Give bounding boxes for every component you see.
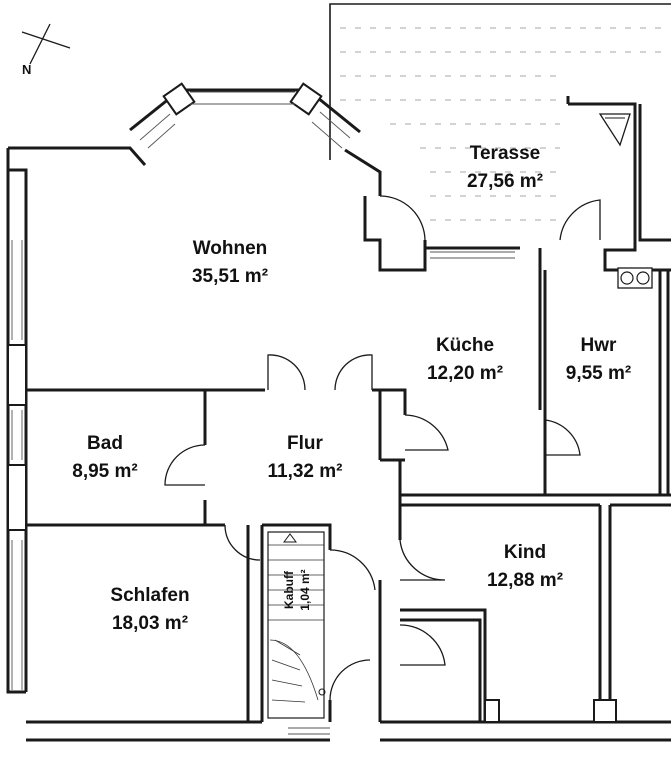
room-label-kind: Kind 12,88 m² <box>460 539 590 595</box>
room-area: 27,56 m² <box>466 171 544 192</box>
room-area: 8,95 m² <box>72 461 138 482</box>
room-name: Kind <box>503 542 547 563</box>
room-area: 11,32 m² <box>267 461 343 482</box>
room-label-bad: Bad 8,95 m² <box>50 430 160 486</box>
room-label-flur: Flur 11,32 m² <box>240 430 370 486</box>
room-area: 12,20 m² <box>426 363 504 384</box>
room-area: 9,55 m² <box>565 363 632 384</box>
room-name: Küche <box>435 335 495 356</box>
room-label-wohnen: Wohnen 35,51 m² <box>160 235 300 291</box>
west-windows <box>7 240 27 690</box>
room-name: Kabuff <box>282 571 296 609</box>
sink-icon <box>617 267 653 289</box>
room-area: 35,51 m² <box>191 266 269 287</box>
shaft-icon <box>598 113 631 147</box>
bay-window <box>139 82 515 259</box>
room-label-kabuff: Kabuff 1,04 m² <box>281 545 315 635</box>
room-name: Terasse <box>469 143 541 164</box>
room-name: Bad <box>87 433 123 454</box>
room-label-kueche: Küche 12,20 m² <box>405 332 525 388</box>
room-area: 12,88 m² <box>486 570 564 591</box>
staircase <box>267 531 326 719</box>
north-label: N <box>22 62 32 77</box>
room-name: Flur <box>287 433 323 454</box>
interior-walls <box>26 248 671 723</box>
room-label-schlafen: Schlafen 18,03 m² <box>75 582 225 638</box>
room-name: Hwr <box>580 335 617 356</box>
room-area: 1,04 m² <box>298 569 312 611</box>
entrance-steps <box>288 727 330 735</box>
doors <box>164 195 601 701</box>
room-label-hwr: Hwr 9,55 m² <box>546 332 651 388</box>
outer-walls <box>6 88 671 742</box>
room-name: Wohnen <box>192 238 268 259</box>
room-label-terasse: Terasse 27,56 m² <box>445 140 565 196</box>
room-name: Schlafen <box>110 585 190 606</box>
compass-icon <box>21 23 71 65</box>
room-area: 18,03 m² <box>111 613 189 634</box>
